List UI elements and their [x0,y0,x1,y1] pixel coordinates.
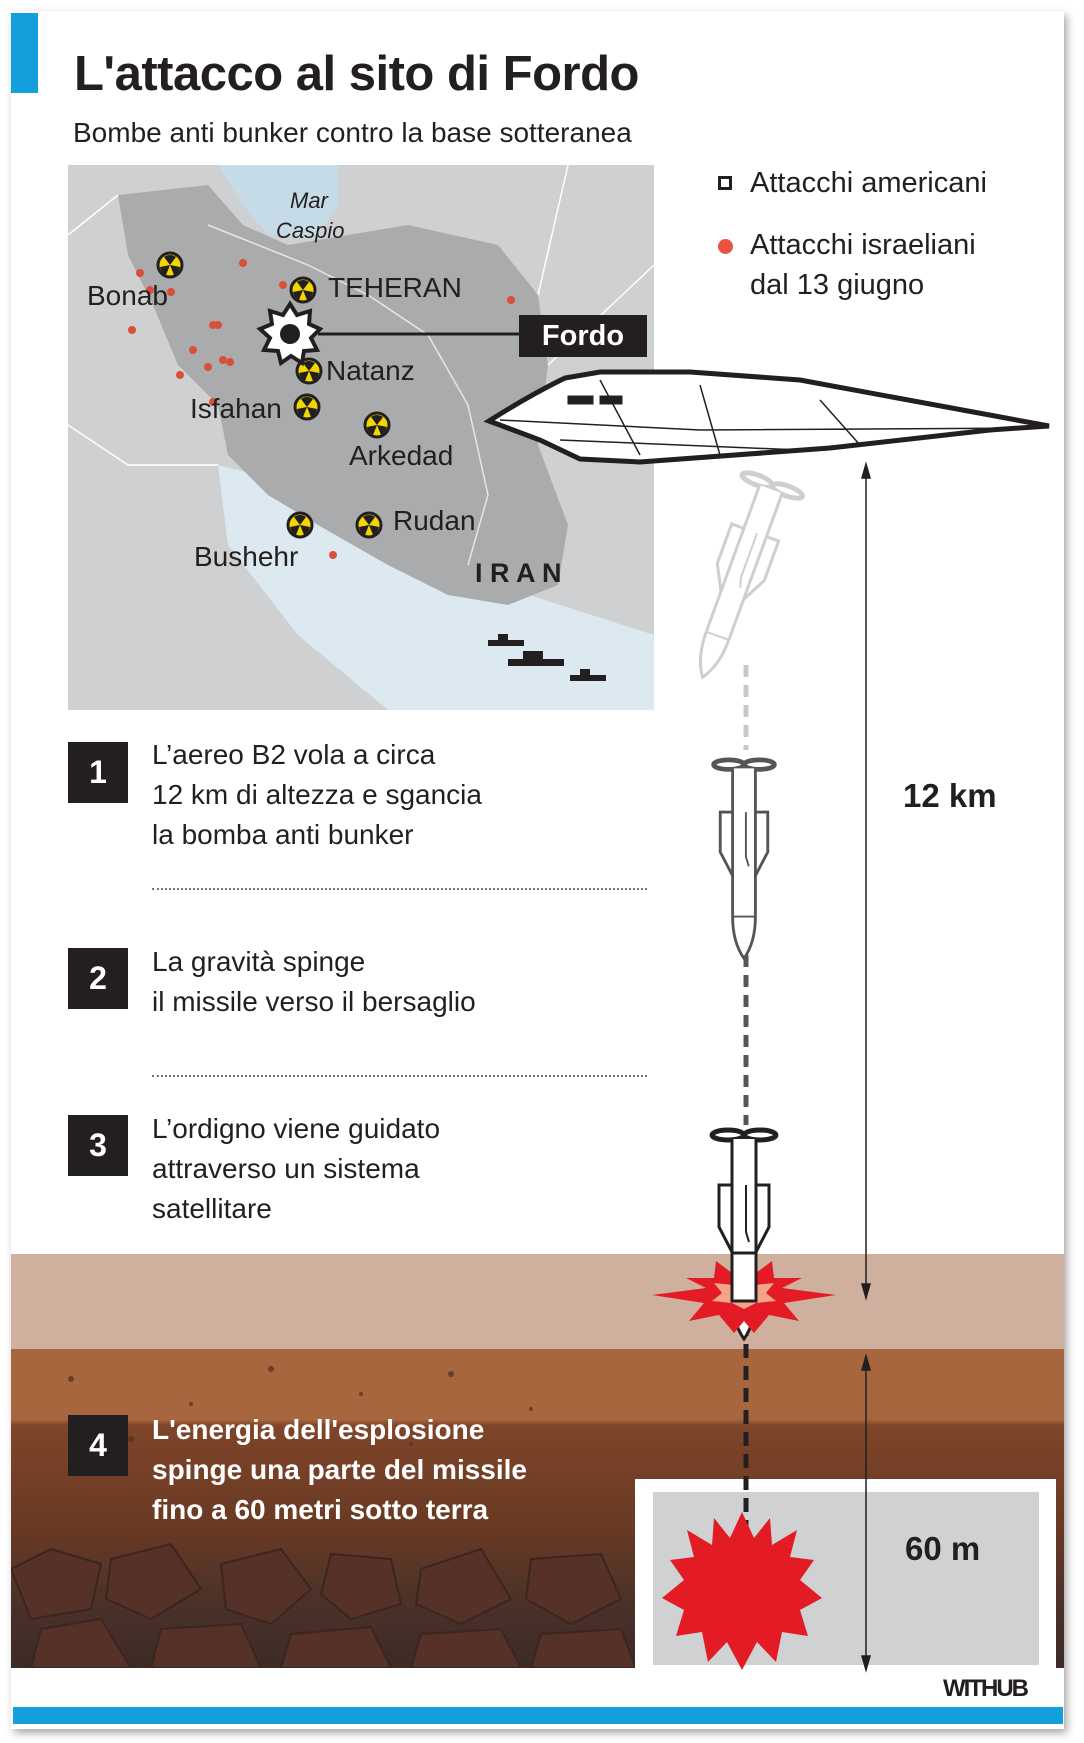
legend-american: Attacchi americani [750,167,987,199]
fordo-target-label: Fordo [519,315,647,357]
caspian-sea [218,165,338,235]
b2-plane-icon [483,369,1050,465]
bomb-falling-icon [714,760,775,959]
step-1-line: la bomba anti bunker [152,819,414,850]
iran-map [68,165,654,710]
iran-territory [118,185,568,605]
ship-icons [488,634,606,681]
page-subtitle: Bombe anti bunker contro la base sottera… [73,117,632,148]
altitude-arrow [861,461,871,1301]
step-4-line: spinge una parte del missile [152,1454,528,1485]
step-4-text: L'energia dell'esplosione spinge una par… [152,1410,527,1530]
step-2-number: 2 [68,948,128,1009]
brand-logo: WITHUB [943,1675,1029,1702]
map-label-natanz: Natanz [326,355,415,386]
map-label-isfahan: Isfahan [190,393,282,424]
depth-arrow [861,1353,871,1673]
step-3-number: 3 [68,1115,128,1176]
american-attack-square-icon [718,176,732,190]
accent-bar-top [11,13,38,93]
legend-israeli-line1: Attacchi israeliani [750,229,976,261]
map-label-teheran: TEHERAN [328,272,462,303]
step-4-number: 4 [68,1415,128,1476]
legend-israeli-line2: dal 13 giugno [750,269,925,301]
fordo-explosion-icon [256,300,324,367]
step-3-line: attraverso un sistema [152,1153,420,1184]
step-divider [152,888,647,890]
map-label-sea-2: Caspio [276,218,345,243]
israeli-attack-dot-icon [718,239,733,254]
step-1-line: L’aereo B2 vola a circa [152,739,436,770]
page-title: L'attacco al sito di Fordo [74,47,639,101]
depth-label: 60 m [905,1530,981,1567]
step-2-line: La gravità spinge [152,946,366,977]
surface-explosion-icon [652,1251,836,1333]
bomb-release-icon [672,470,804,688]
map-label-bonab: Bonab [87,280,168,311]
step-2-line: il missile verso il bersaglio [152,986,476,1017]
nuclear-icons [156,251,391,539]
map-label-arkedad: Arkedad [349,440,454,471]
israeli-attack-dots [128,259,515,559]
step-2-text: La gravità spinge il missile verso il be… [152,942,476,1022]
step-1-text: L’aereo B2 vola a circa 12 km di altezza… [152,735,482,855]
step-1-number: 1 [68,742,128,803]
deep-explosion-icon [662,1512,822,1670]
rock-texture [11,1366,636,1668]
map-label-country: I R A N [475,558,562,588]
map-label-sea-1: Mar [290,188,328,213]
accent-bar-bottom [13,1707,1063,1724]
step-1-line: 12 km di altezza e sgancia [152,779,482,810]
map-label-bushehr: Bushehr [194,541,299,572]
step-4-line: L'energia dell'esplosione [152,1414,485,1445]
step-3-line: satellitare [152,1193,272,1224]
step-3-line: L’ordigno viene guidato [152,1113,441,1144]
ground-surface [11,1254,1064,1349]
step-3-text: L’ordigno viene guidato attraverso un si… [152,1109,440,1229]
step-4-line: fino a 60 metri sotto terra [152,1494,489,1525]
step-divider [152,1075,647,1077]
altitude-label: 12 km [903,777,997,814]
map-label-rudan: Rudan [393,505,476,536]
